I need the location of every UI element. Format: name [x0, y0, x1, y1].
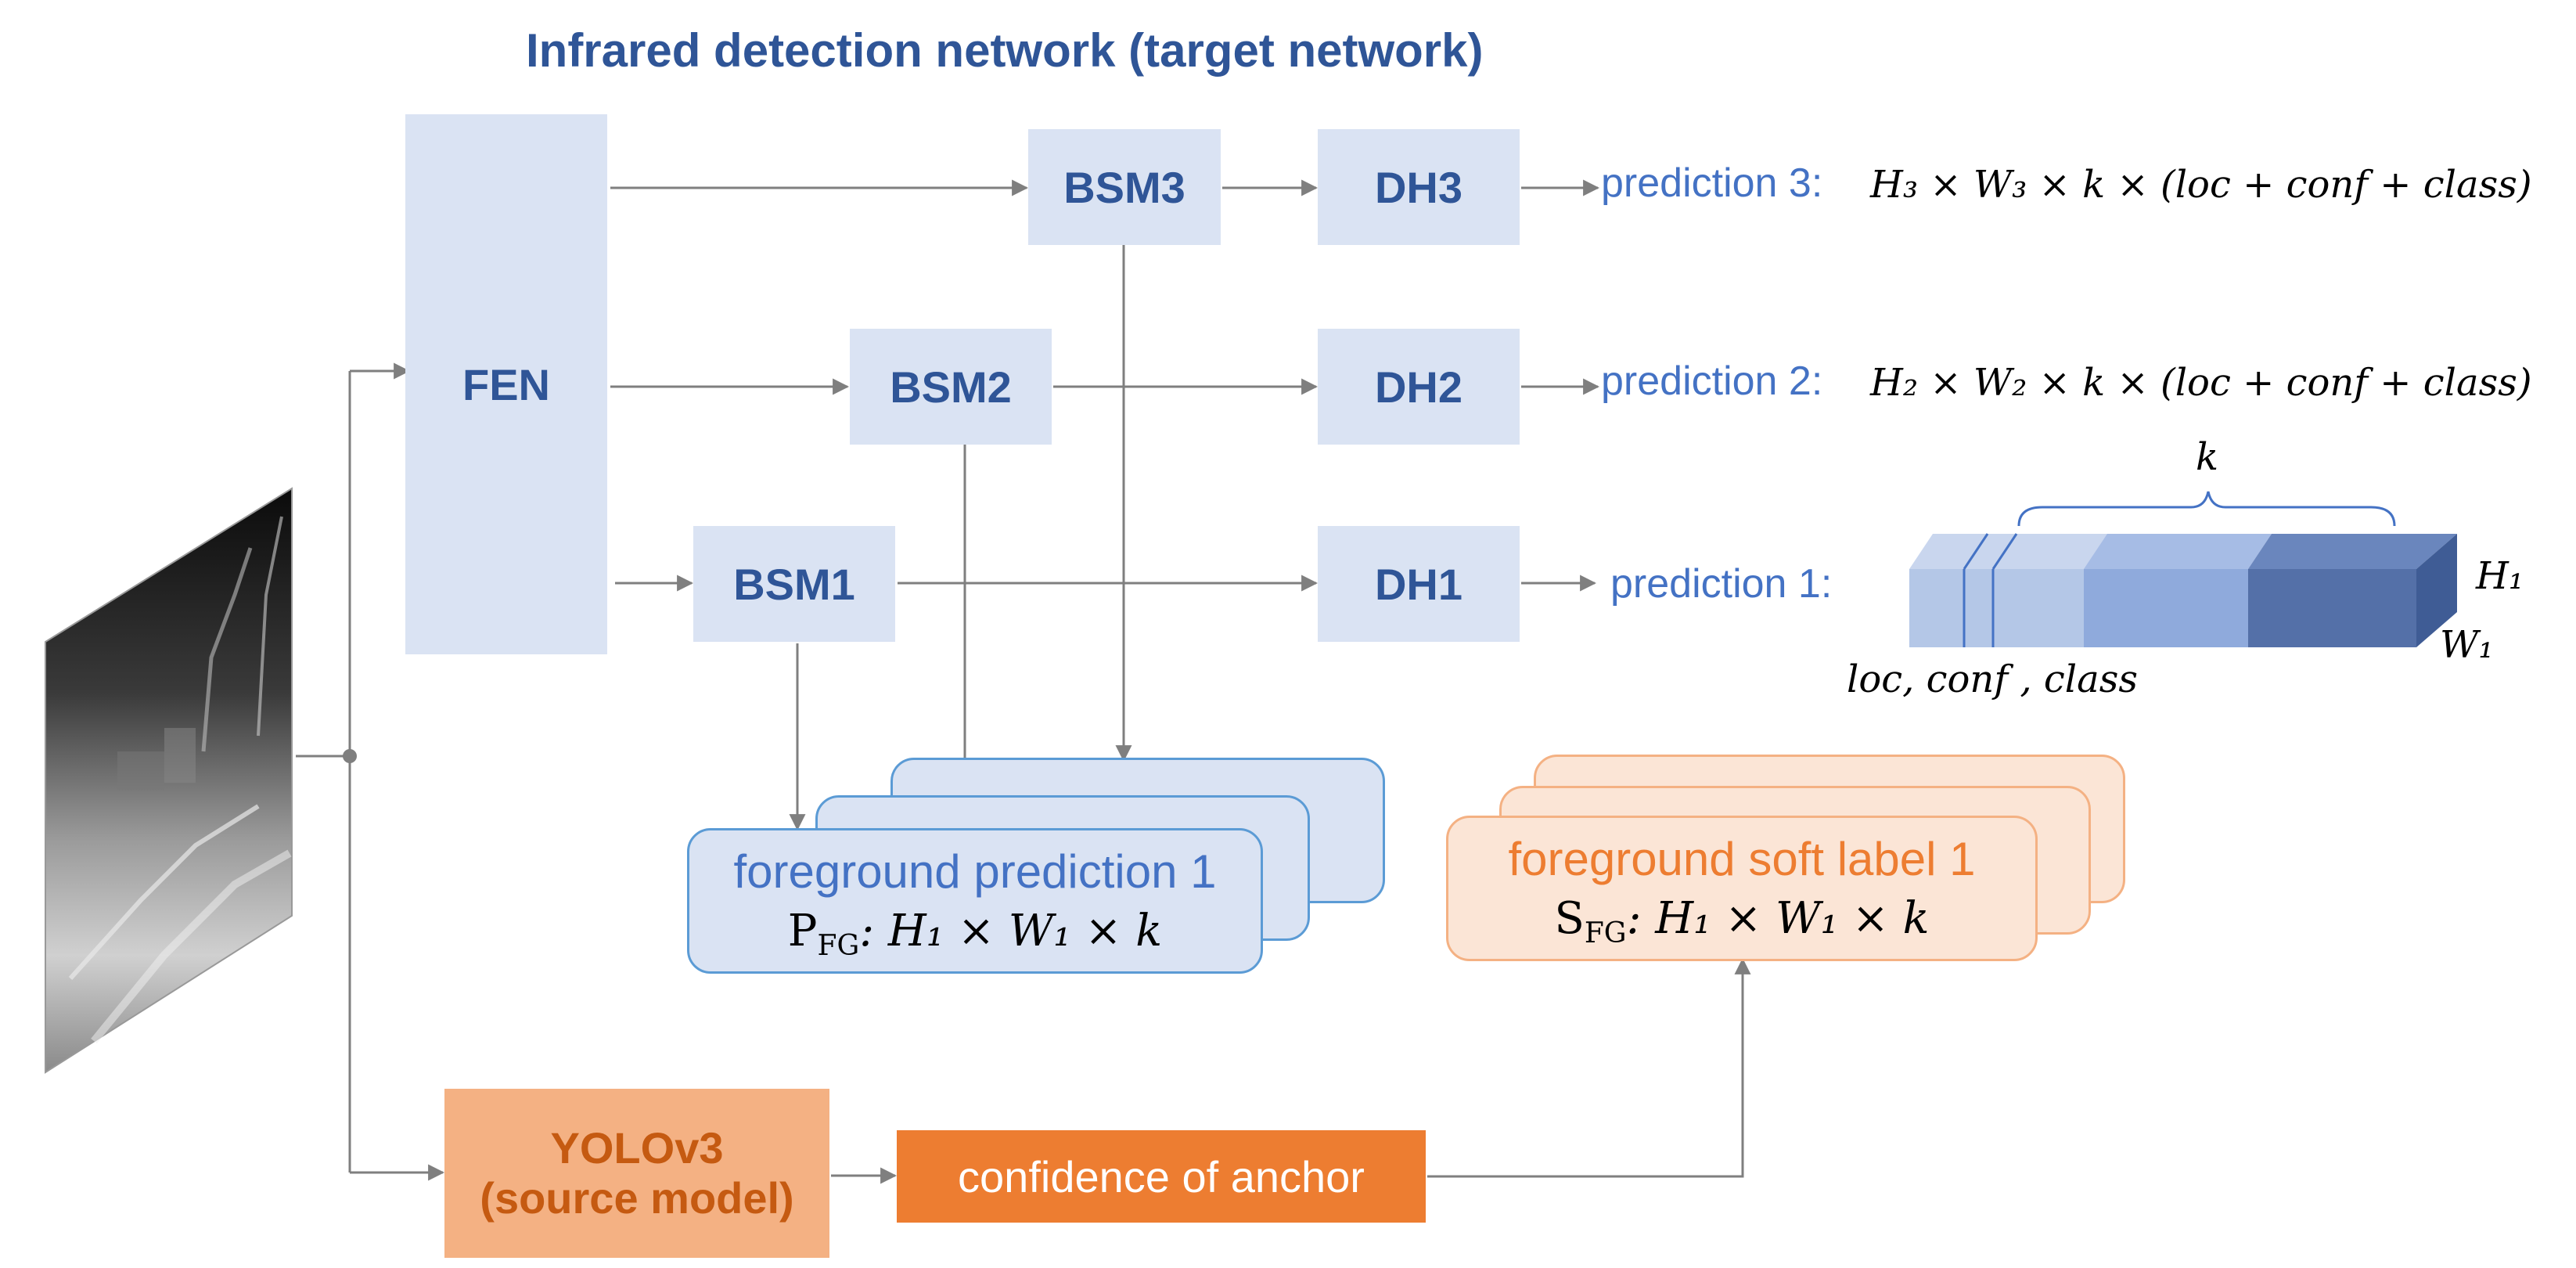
fg-pred-dims: : H₁ × W₁ × k — [859, 906, 1163, 956]
foreground-prediction-title: foreground prediction 1 — [733, 845, 1217, 898]
soft-label-dims: : H₁ × W₁ × k — [1626, 893, 1930, 944]
soft-label-title: foreground soft label 1 — [1508, 833, 1976, 885]
yolov3-source-model: YOLOv3 (source model) — [444, 1089, 829, 1258]
bsm2-module: BSM2 — [850, 329, 1052, 445]
diagram-title: Infrared detection network (target netwo… — [526, 24, 1484, 77]
tensor-k-label: k — [2196, 435, 2219, 479]
dh3-label: DH3 — [1374, 162, 1463, 212]
arrow-conf-softlabel — [1427, 957, 1751, 1178]
input-infrared-image — [45, 487, 293, 1074]
confidence-label: confidence of anchor — [958, 1151, 1365, 1201]
junction-dot — [343, 749, 357, 763]
tensor-h-label: H₁ — [2476, 554, 2524, 598]
tensor-w-label: W₁ — [2440, 623, 2494, 667]
foreground-prediction-formula: PFG: H₁ × W₁ × k — [689, 906, 1261, 962]
prediction-1-tensor — [1909, 491, 2457, 647]
yolo-line1: YOLOv3 — [550, 1122, 724, 1173]
soft-label-formula: SFG: H₁ × W₁ × k — [1448, 893, 2035, 949]
soft-label-card-1: foreground soft label 1 SFG: H₁ × W₁ × k — [1446, 816, 2038, 961]
fen-label: FEN — [462, 359, 550, 409]
soft-label-subscript: FG — [1584, 917, 1627, 950]
prediction-3-label: prediction 3: — [1601, 160, 1823, 206]
prediction-3-formula: H₃ × W₃ × k × (loc + conf + class) — [1870, 163, 2532, 207]
dh3-module: DH3 — [1318, 129, 1520, 245]
fen-module: FEN — [405, 114, 607, 654]
confidence-of-anchor-box: confidence of anchor — [897, 1130, 1426, 1223]
bsm3-module: BSM3 — [1028, 129, 1221, 245]
prediction-2-label: prediction 2: — [1601, 358, 1823, 404]
bsm3-label: BSM3 — [1063, 162, 1185, 212]
dh2-module: DH2 — [1318, 329, 1520, 445]
fg-pred-symbol: P — [787, 906, 818, 956]
tensor-bottom-label: loc, conf , class — [1847, 657, 2138, 701]
bsm2-label: BSM2 — [890, 362, 1012, 412]
prediction-2-formula: H₂ × W₂ × k × (loc + conf + class) — [1870, 361, 2532, 405]
bsm1-label: BSM1 — [733, 559, 855, 609]
dh2-label: DH2 — [1374, 362, 1463, 412]
bsm1-module: BSM1 — [693, 526, 895, 642]
soft-label-symbol: S — [1554, 893, 1585, 944]
dh1-label: DH1 — [1374, 559, 1463, 609]
prediction-1-label: prediction 1: — [1610, 561, 1833, 607]
fg-pred-subscript: FG — [817, 930, 860, 963]
yolo-line2: (source model) — [480, 1173, 794, 1223]
dh1-module: DH1 — [1318, 526, 1520, 642]
foreground-prediction-card-1: foreground prediction 1 PFG: H₁ × W₁ × k — [687, 828, 1263, 974]
